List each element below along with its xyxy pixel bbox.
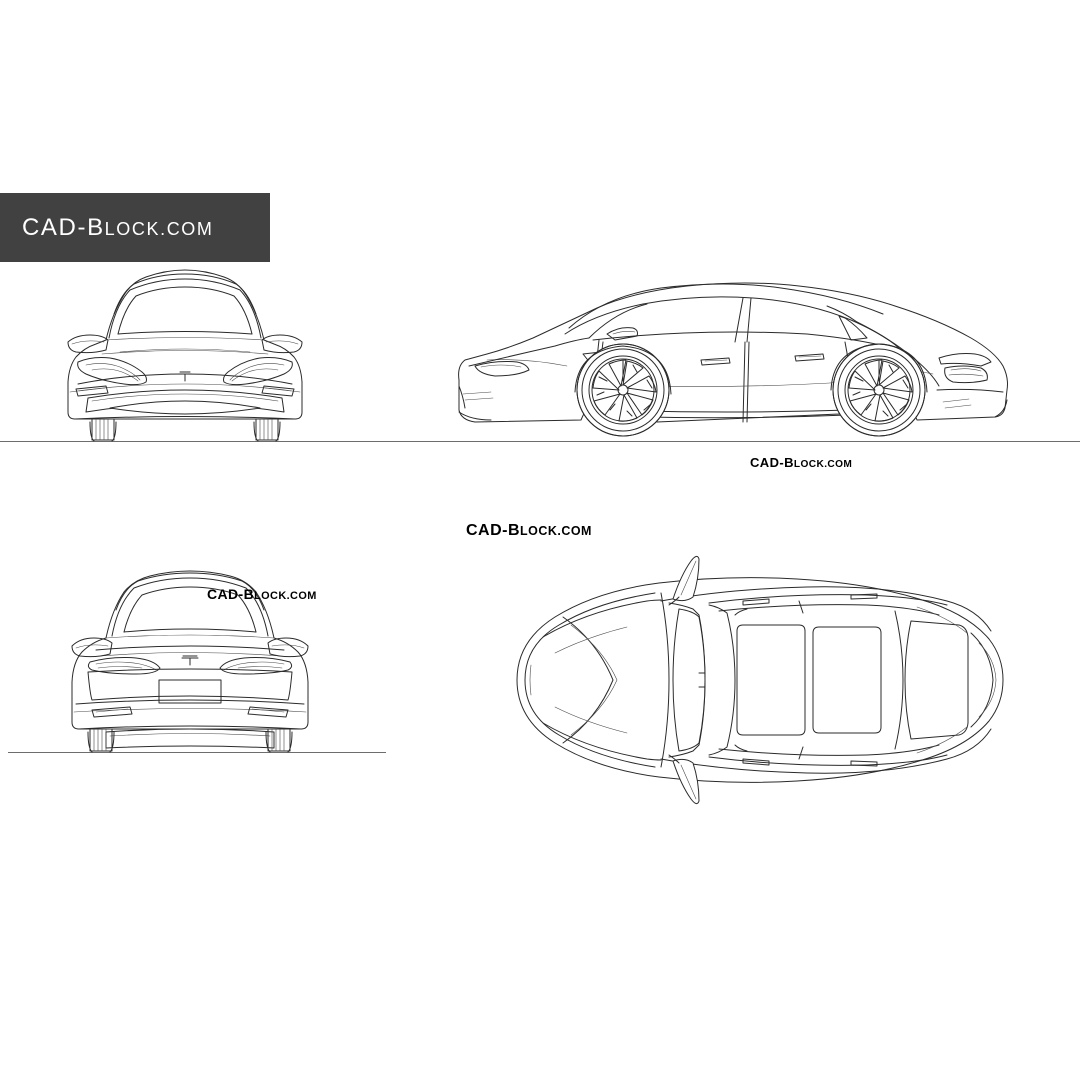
logo-text: CAD-BLOCK.COM	[0, 214, 214, 242]
watermark-text-small-1: LOCK	[254, 590, 287, 602]
watermark-text-main: CAD-B	[207, 586, 255, 602]
watermark-text-small-2: .COM	[824, 459, 853, 470]
watermark-text-small-2: .COM	[286, 590, 317, 602]
rear-elevation-view	[62, 562, 318, 754]
front-elevation-view	[62, 262, 308, 444]
logo-text-small-1: LOCK	[104, 218, 161, 239]
watermark-text-main: CAD-B	[466, 522, 521, 539]
top-view-watermark: CAD-BLOCK.COM	[466, 522, 592, 540]
watermark-text-small-1: LOCK	[520, 524, 558, 538]
side-elevation-view	[447, 262, 1017, 444]
logo-text-small-2: .COM	[160, 218, 214, 239]
watermark-text-small-1: LOCK	[793, 459, 825, 470]
watermark-text-main: CAD-B	[750, 455, 794, 470]
logo-text-main: CAD-B	[22, 213, 105, 241]
side-view-watermark: CAD-BLOCK.COM	[750, 455, 852, 470]
top-plan-view	[447, 545, 1013, 815]
watermark-text-small-2: .COM	[557, 524, 592, 538]
ground-line-upper	[0, 441, 1080, 442]
rear-view-watermark: CAD-BLOCK.COM	[207, 586, 317, 602]
cad-block-logo-banner: CAD-BLOCK.COM	[0, 193, 270, 262]
ground-line-lower	[8, 752, 386, 753]
